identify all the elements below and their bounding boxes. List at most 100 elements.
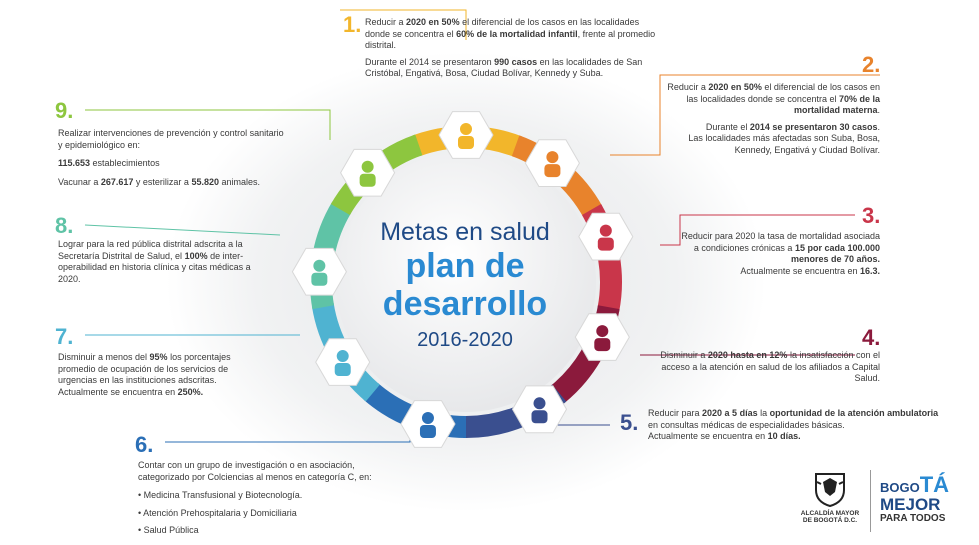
goal-6-bullets: • Medicina Transfusional y Biotecnología…: [138, 490, 408, 537]
goal-9-p3b: 267.617: [100, 176, 134, 187]
goal-2-p2b: 2014 se presentaron 30 casos: [749, 121, 878, 132]
goal-6-bullet-2: • Atención Prehospitalaria y Domiciliari…: [138, 507, 297, 518]
goal-2-text: Reducir a 2020 en 50% el diferencial de …: [660, 82, 880, 161]
document-icon: [291, 247, 347, 296]
title-years: 2016-2020: [417, 329, 513, 351]
title-line-2: plan de: [405, 247, 525, 285]
goal-5-p1d: oportunidad de la atención ambulatoria: [769, 408, 939, 418]
goal-4-p1c: la insatisfacción con el acceso a la ate…: [661, 350, 880, 383]
goal-5-text: Reducir para 2020 a 5 días la oportunida…: [648, 408, 948, 448]
goal-1-p2b: 990 casos: [494, 56, 538, 67]
goal-2-p1a: Reducir a: [667, 82, 709, 92]
goal-8-number: 8.: [55, 213, 74, 238]
caregiver-icon: [574, 313, 630, 361]
icon-head: [361, 160, 374, 173]
goal-2-number: 2.: [862, 52, 881, 77]
goal-3-p1b: 15 por cada 100.000 menores de 70 años.: [790, 242, 880, 265]
goal-2-p1d: 70% de la mortalidad materna: [793, 93, 880, 116]
goal-2-p1c: el diferencial de los casos en las local…: [686, 82, 880, 104]
connector-line-8: [84, 224, 281, 236]
goal-7-p1a: Disminuir a menos del: [58, 352, 150, 362]
title-line-1: Metas en salud: [380, 218, 550, 246]
icon-head: [533, 397, 546, 410]
alcaldia-logo: ALCALDÍA MAYOR DE BOGOTÁ D.C.: [795, 470, 865, 524]
goal-5-p2b: 10 días.: [767, 431, 801, 441]
baby-icon: [438, 111, 494, 159]
goal-1-number: 1.: [343, 12, 362, 37]
goal-9-p2b: establecimientos: [90, 158, 160, 168]
title-line-3: desarrollo: [382, 285, 548, 323]
goal-1-p2a: Durante el 2014 se presentaron: [365, 56, 495, 67]
doctor-icon: [400, 400, 456, 448]
goal-icons: [291, 111, 634, 448]
elderly-person-icon: [578, 212, 634, 261]
goal-6-bullet-1: • Medicina Transfusional y Biotecnología…: [138, 490, 303, 500]
icon-body: [334, 363, 351, 377]
goal-5-p2a: Actualmente se encuentra en: [648, 431, 768, 441]
goal-2-p1b: 2020 en 50%: [708, 82, 762, 92]
goal-9-p3a: Vacunar a: [58, 176, 101, 187]
goal-9-p1: Realizar intervenciones de prevención y …: [58, 128, 284, 150]
goal-5-p1c: la: [757, 408, 770, 418]
goal-6-p1: Contar con un grupo de investigación o e…: [138, 460, 372, 482]
icon-body: [594, 338, 611, 352]
goal-1-p1b: 2020 en 50%: [406, 17, 460, 27]
connector-line-2: [610, 74, 880, 156]
goal-7-text: Disminuir a menos del 95% los porcentaje…: [58, 352, 268, 403]
goal-1-p1c: el diferencial de los casos en las local…: [365, 17, 640, 39]
goal-9-number: 9.: [55, 98, 74, 123]
goal-3-text: Reducir para 2020 la tasa de mortalidad …: [680, 231, 880, 282]
goal-5-number: 5.: [620, 410, 639, 435]
goal-3-p2a: Actualmente se encuentra en: [740, 265, 860, 276]
icon-head: [336, 350, 349, 363]
goal-8-text: Lograr para la red pública distrital ads…: [58, 239, 263, 290]
alcaldia-line-2: DE BOGOTÁ D.C.: [802, 517, 858, 524]
icon-body: [597, 237, 614, 251]
goal-6-number: 6.: [135, 432, 154, 457]
hospital-bed-icon: [511, 385, 568, 434]
goal-2-p1e: .: [877, 105, 880, 115]
icon-body: [458, 136, 474, 149]
goal-5-p1e: en consultas médicas de especialidades b…: [648, 419, 845, 430]
icon-body: [359, 173, 376, 187]
goal-4-p1a: Disminuir a: [660, 350, 708, 360]
icon-hexagon: [524, 139, 580, 187]
goal-5-p1b: 2020 a 5 días: [702, 408, 758, 418]
goal-9-p3c: y esterilizar a: [133, 176, 192, 187]
goal-9-p2a: 115.653: [58, 158, 91, 168]
goal-6-text: Contar con un grupo de investigación o e…: [138, 460, 408, 543]
goal-8-p1c: de inter-operabilidad en historia clínic…: [58, 250, 251, 284]
bogota-text-a: BOGO: [880, 480, 920, 495]
goal-7-p2b: 250%.: [177, 386, 204, 397]
alcaldia-line-1: ALCALDÍA MAYOR: [800, 510, 860, 517]
goal-1-text: Reducir a 2020 en 50% el diferencial de …: [365, 17, 660, 85]
center-disc: [336, 152, 596, 412]
logo-divider: [870, 470, 871, 532]
icon-head: [460, 123, 472, 135]
connector-line-1: [340, 9, 467, 40]
para-todos-text: PARA TODOS: [880, 513, 946, 524]
goal-5-p1a: Reducir para: [648, 408, 703, 418]
icon-head: [421, 411, 434, 424]
connector-line-3: [660, 214, 855, 246]
dog-icon: [340, 148, 396, 197]
goal-9-p3d: 55.820: [191, 176, 219, 187]
icon-hexagon: [400, 400, 456, 448]
center-title: Metas en salud plan de desarrollo 2016-2…: [330, 218, 600, 352]
goal-7-number: 7.: [55, 324, 74, 349]
goal-1-p1a: Reducir a: [365, 17, 407, 27]
goal-4-number: 4.: [862, 325, 881, 350]
icon-head: [599, 224, 612, 237]
goal-3-p2b: 16.3.: [859, 265, 880, 276]
pregnant-woman-icon: [524, 139, 580, 187]
goal-1-p1d: 60% de la mortalidad infantil: [456, 28, 578, 39]
goal-9-text: Realizar intervenciones de prevención y …: [58, 128, 288, 193]
goal-7-p2a: Actualmente se encuentra en: [58, 386, 178, 397]
icon-body: [311, 272, 328, 286]
goal-3-number: 3.: [862, 203, 881, 228]
coat-of-arms-icon: [815, 473, 845, 508]
icon-head: [596, 325, 609, 338]
goal-8-p1a: Lograr para la red pública distrital ads…: [58, 239, 243, 261]
icon-head: [313, 259, 326, 272]
